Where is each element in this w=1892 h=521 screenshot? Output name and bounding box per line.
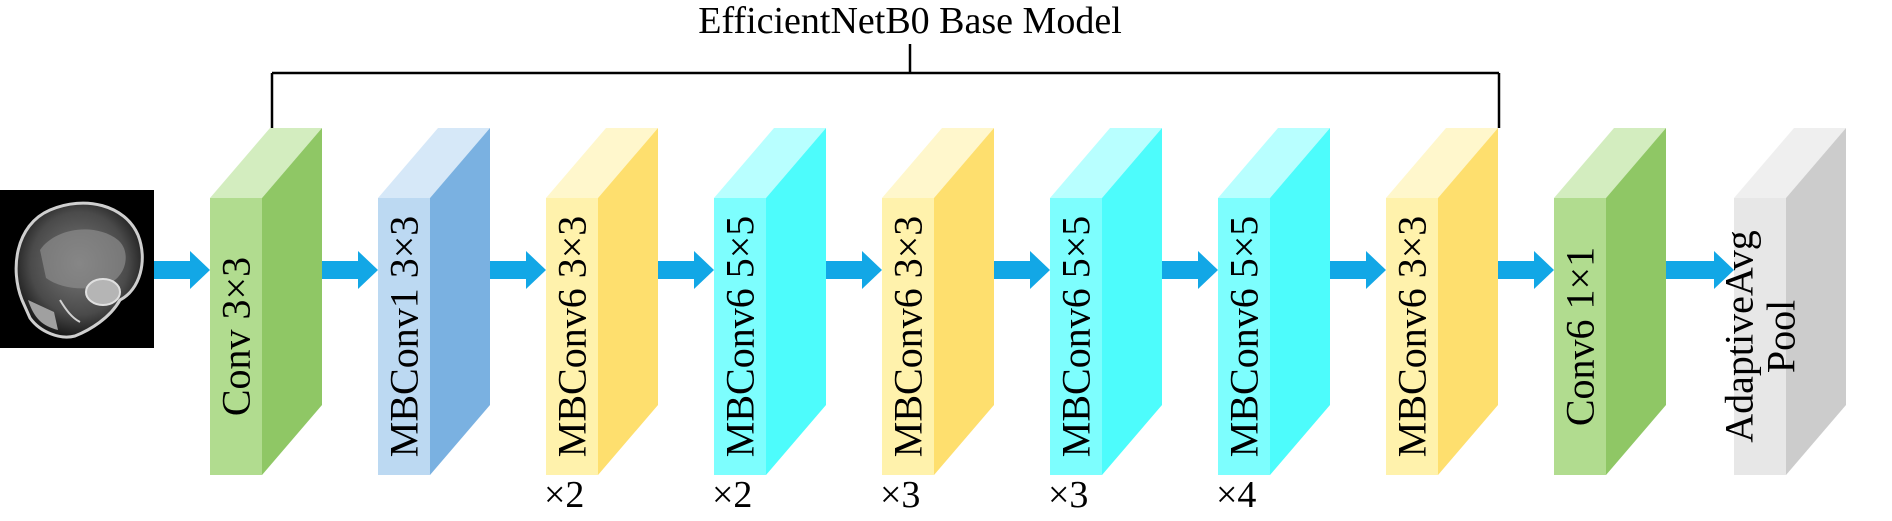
block-label: Conv6 1×1 <box>1558 247 1603 426</box>
block-label: Pool <box>1759 300 1804 373</box>
flow-arrow <box>154 251 210 289</box>
flow-arrow <box>990 251 1050 289</box>
repeat-label: ×3 <box>1048 474 1088 516</box>
repeat-label: ×2 <box>544 474 584 516</box>
block-label: MBConv6 5×5 <box>1054 216 1099 457</box>
block-label: MBConv6 3×3 <box>550 216 595 457</box>
block-label: MBConv6 3×3 <box>886 216 931 457</box>
block-mbconv6-5x5-c: MBConv6 5×5 ×4 <box>1216 128 1330 516</box>
flow-arrow <box>1326 251 1386 289</box>
flow-arrow <box>1662 251 1734 289</box>
mri-brain-scan-icon <box>0 190 154 348</box>
block-label: MBConv6 5×5 <box>718 216 763 457</box>
flow-arrow <box>1158 251 1218 289</box>
block-label: MBConv6 3×3 <box>1390 216 1435 457</box>
repeat-label: ×2 <box>712 474 752 516</box>
flow-arrow <box>654 251 714 289</box>
block-mbconv6-3x3-b: MBConv6 3×3 ×3 <box>880 128 994 516</box>
block-label: MBConv6 5×5 <box>1222 216 1267 457</box>
repeat-label: ×4 <box>1216 474 1256 516</box>
block-conv6-1x1: Conv6 1×1 <box>1554 128 1666 475</box>
flow-arrow <box>822 251 882 289</box>
flow-arrows <box>154 251 1734 289</box>
block-mbconv1-3x3: MBConv1 3×3 <box>378 128 490 475</box>
block-label: Conv 3×3 <box>214 257 259 416</box>
block-mbconv6-3x3-c: MBConv6 3×3 <box>1386 128 1498 475</box>
block-label: MBConv1 3×3 <box>382 216 427 457</box>
block-label: AdaptiveAvg <box>1717 230 1762 443</box>
block-mbconv6-3x3-a: MBConv6 3×3 ×2 <box>544 128 658 516</box>
diagram-title: EfficientNetB0 Base Model <box>698 0 1122 42</box>
repeat-label: ×3 <box>880 474 920 516</box>
block-conv3x3: Conv 3×3 <box>210 128 322 475</box>
flow-arrow <box>486 251 546 289</box>
flow-arrow <box>318 251 378 289</box>
flow-arrow <box>1494 251 1554 289</box>
block-mbconv6-5x5-b: MBConv6 5×5 ×3 <box>1048 128 1162 516</box>
base-model-bracket <box>270 44 1501 128</box>
block-mbconv6-5x5-a: MBConv6 5×5 ×2 <box>712 128 826 516</box>
